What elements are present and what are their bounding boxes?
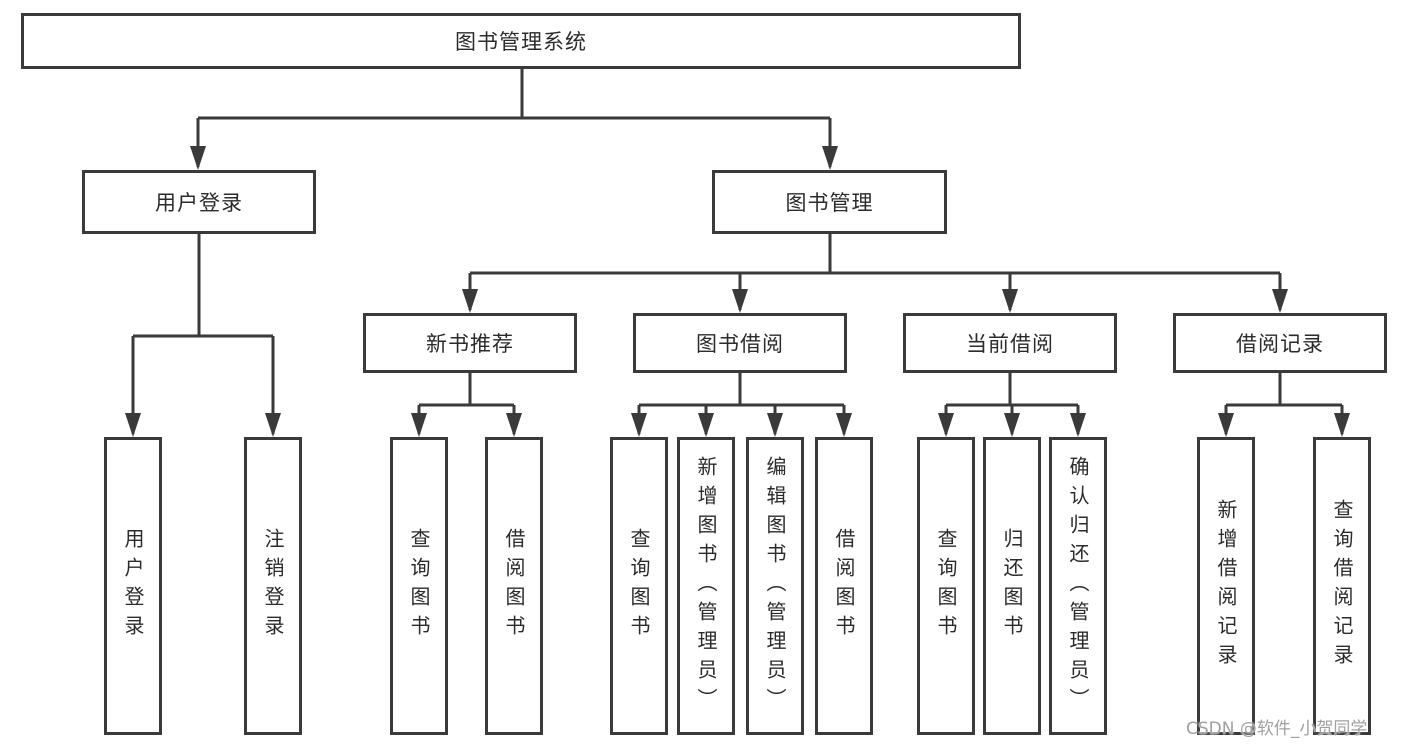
connector-borrow-records-branch <box>1224 373 1344 434</box>
node-book-management-label: 图书管理 <box>785 191 874 215</box>
leaf-return-book: 归还图书 <box>983 437 1041 735</box>
leaf-add-book-admin-label: 新增图书（管理员） <box>694 455 718 717</box>
connector-book-management-branch <box>468 234 1282 310</box>
leaf-current-query-book-label: 查询图书 <box>934 528 958 644</box>
leaf-user-login: 用户登录 <box>104 437 162 735</box>
leaf-user-login-label: 用户登录 <box>121 528 145 644</box>
node-root-system-label: 图书管理系统 <box>455 30 587 54</box>
node-root-system: 图书管理系统 <box>21 13 1021 69</box>
connector-root-to-level2 <box>196 69 832 167</box>
leaf-edit-book-admin-label: 编辑图书（管理员） <box>763 455 787 717</box>
leaf-borrow-book-label: 借阅图书 <box>832 528 856 644</box>
csdn-watermark: CSDN @软件_小贺同学 <box>1186 719 1368 739</box>
node-new-book-recommend: 新书推荐 <box>363 313 577 373</box>
node-user-login-branch: 用户登录 <box>82 170 316 234</box>
leaf-return-book-label: 归还图书 <box>1000 528 1024 644</box>
leaf-query-borrow-record: 查询借阅记录 <box>1313 437 1371 735</box>
connector-new-book-recommend-branch <box>417 373 516 434</box>
leaf-edit-book-admin: 编辑图书（管理员） <box>746 437 804 735</box>
node-user-login-branch-label: 用户登录 <box>155 191 243 215</box>
leaf-recommend-query-book: 查询图书 <box>390 437 448 735</box>
leaf-add-borrow-record: 新增借阅记录 <box>1197 437 1255 735</box>
leaf-borrow-query-book-label: 查询图书 <box>627 528 651 644</box>
node-book-borrow: 图书借阅 <box>633 313 847 373</box>
leaf-current-query-book: 查询图书 <box>917 437 975 735</box>
node-borrow-records: 借阅记录 <box>1173 313 1387 373</box>
connector-current-borrow-branch <box>944 373 1080 434</box>
leaf-recommend-borrow-book: 借阅图书 <box>485 437 543 735</box>
leaf-query-borrow-record-label: 查询借阅记录 <box>1330 499 1354 673</box>
node-book-management: 图书管理 <box>712 170 947 234</box>
leaf-add-book-admin: 新增图书（管理员） <box>677 437 735 735</box>
node-current-borrow-label: 当前借阅 <box>966 332 1054 356</box>
leaf-logout-label: 注销登录 <box>261 528 285 644</box>
node-borrow-records-label: 借阅记录 <box>1236 332 1324 356</box>
node-book-borrow-label: 图书借阅 <box>696 332 784 356</box>
leaf-add-borrow-record-label: 新增借阅记录 <box>1214 499 1238 673</box>
leaf-recommend-borrow-book-label: 借阅图书 <box>502 528 526 644</box>
connector-user-login-branch <box>131 234 275 434</box>
node-new-book-recommend-label: 新书推荐 <box>426 332 514 356</box>
connector-book-borrow-branch <box>637 373 846 434</box>
node-current-borrow: 当前借阅 <box>903 313 1117 373</box>
leaf-logout: 注销登录 <box>244 437 302 735</box>
leaf-borrow-query-book: 查询图书 <box>610 437 668 735</box>
leaf-confirm-return-admin-label: 确认归还（管理员） <box>1066 455 1090 717</box>
leaf-confirm-return-admin: 确认归还（管理员） <box>1049 437 1107 735</box>
leaf-borrow-book: 借阅图书 <box>815 437 873 735</box>
leaf-recommend-query-book-label: 查询图书 <box>407 528 431 644</box>
